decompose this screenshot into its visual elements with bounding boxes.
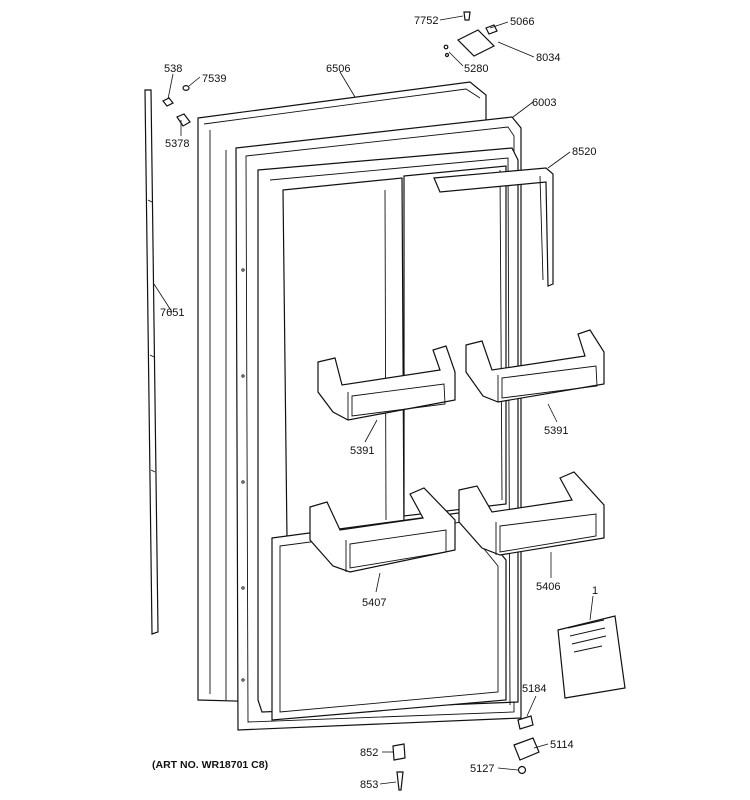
callout-7651: 7651 (160, 307, 184, 319)
callout-853: 853 (360, 779, 378, 791)
callout-5378: 5378 (165, 138, 189, 150)
callout-labels: 7752 5066 8034 5280 538 7539 6506 6003 5… (160, 15, 598, 791)
callout-6003: 6003 (532, 97, 556, 109)
callout-5127: 5127 (470, 763, 494, 775)
callout-8034: 8034 (536, 52, 560, 64)
callout-7752: 7752 (414, 15, 438, 27)
callout-8520: 8520 (572, 146, 596, 158)
callout-852: 852 (360, 747, 378, 759)
top-hinge-assembly (443, 11, 498, 58)
callout-6506: 6506 (326, 63, 350, 75)
bottom-hardware (392, 715, 540, 791)
callout-leader-lines (153, 15, 594, 785)
callout-538: 538 (164, 63, 182, 75)
lower-right-door-bin (458, 471, 605, 556)
small-fastener-parts (162, 84, 191, 127)
callout-5391-right: 5391 (544, 425, 568, 437)
owner-manual-booklet (557, 615, 626, 699)
upper-left-door-bin (317, 345, 456, 421)
callout-5406: 5406 (536, 581, 560, 593)
callout-5114: 5114 (550, 739, 574, 751)
callout-5391-left: 5391 (350, 445, 374, 457)
callout-5280: 5280 (464, 63, 488, 75)
callout-5066: 5066 (510, 16, 534, 28)
callout-7539: 7539 (202, 73, 226, 85)
callout-5184: 5184 (522, 683, 546, 695)
hinge-rod-part (144, 89, 159, 635)
upper-right-door-bin (465, 329, 605, 403)
callout-5407: 5407 (362, 597, 386, 609)
callout-1: 1 (592, 585, 598, 597)
lower-left-door-bin (309, 487, 456, 573)
art-number: (ART NO. WR18701 C8) (152, 759, 268, 771)
top-trim-strip (433, 167, 554, 287)
